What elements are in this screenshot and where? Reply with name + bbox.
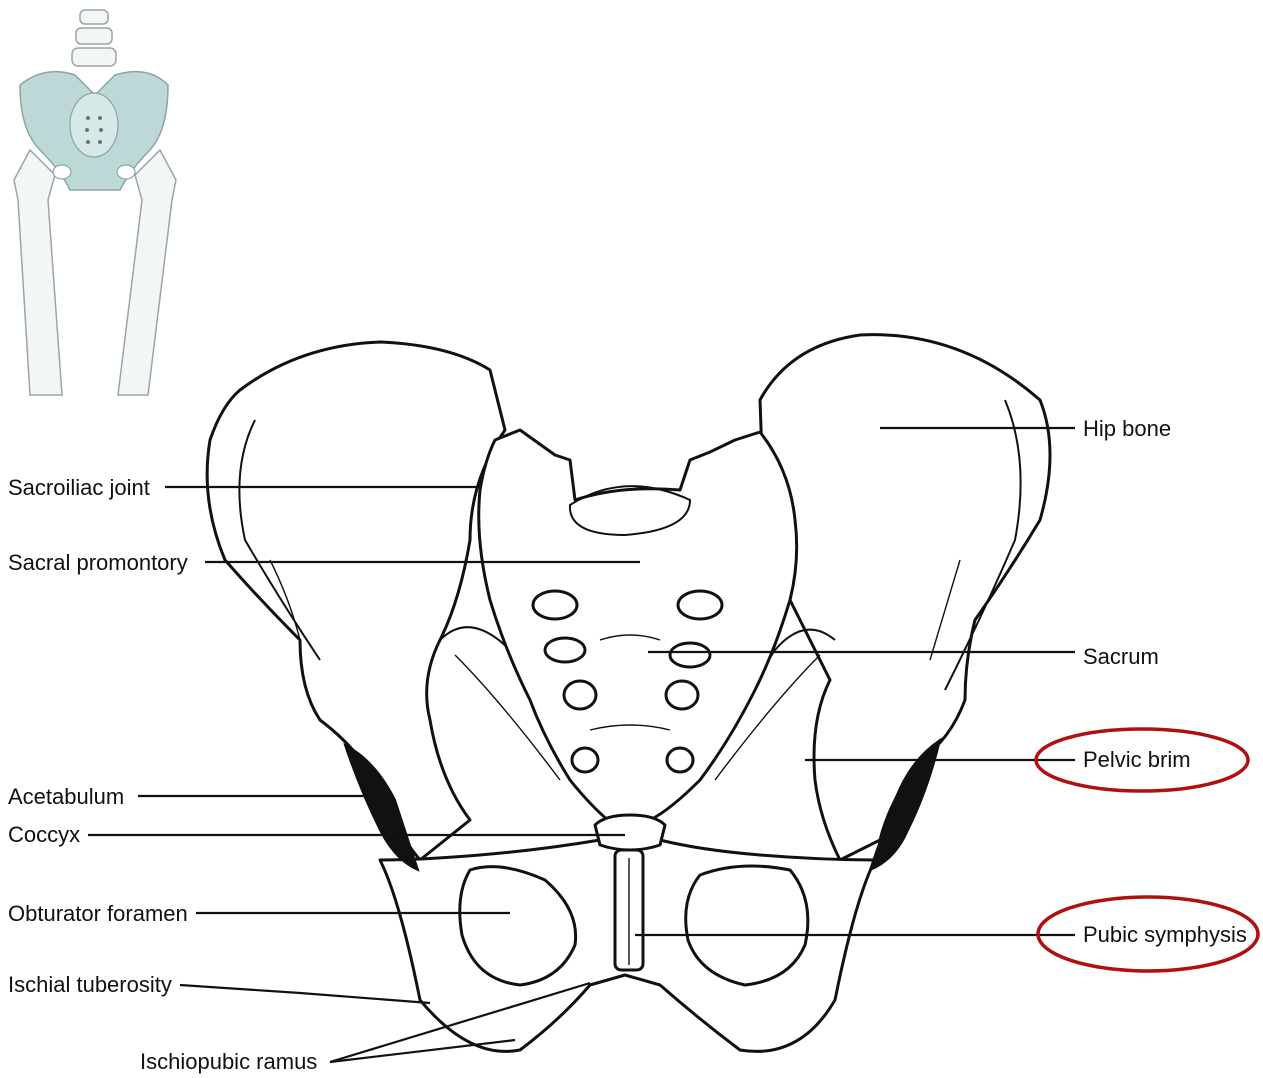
leader-ischial-tuberosity bbox=[180, 985, 430, 1003]
label-pubic-symphysis: Pubic symphysis bbox=[1083, 922, 1247, 947]
label-sacral-promontory: Sacral promontory bbox=[8, 550, 188, 575]
pelvis-illustration bbox=[207, 335, 1050, 1052]
leader-ischiopubic-ramus-2 bbox=[330, 1040, 515, 1062]
label-acetabulum: Acetabulum bbox=[8, 784, 124, 809]
locator-thumbnail bbox=[14, 10, 176, 395]
label-ischiopubic-ramus: Ischiopubic ramus bbox=[140, 1049, 317, 1074]
label-sacrum: Sacrum bbox=[1083, 644, 1159, 669]
label-hip-bone: Hip bone bbox=[1083, 416, 1171, 441]
label-pelvic-brim: Pelvic brim bbox=[1083, 747, 1191, 772]
label-obturator-foramen: Obturator foramen bbox=[8, 901, 188, 926]
label-sacroiliac-joint: Sacroiliac joint bbox=[8, 475, 150, 500]
label-ischial-tuberosity: Ischial tuberosity bbox=[8, 972, 172, 997]
label-coccyx: Coccyx bbox=[8, 822, 80, 847]
